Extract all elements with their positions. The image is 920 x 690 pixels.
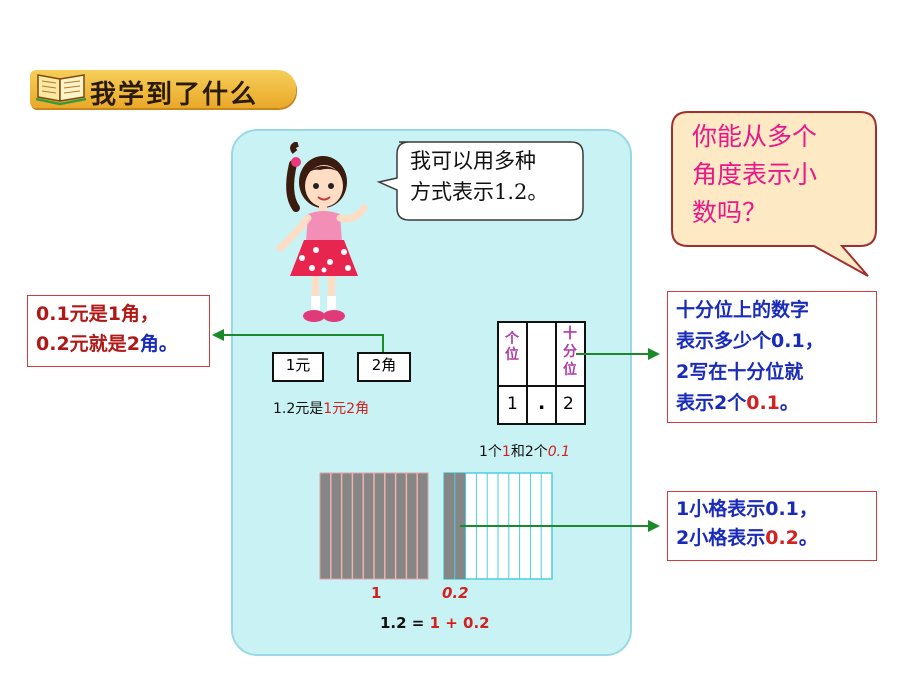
decimal-point: . (538, 392, 546, 414)
yuan-box: 1元 (272, 352, 324, 382)
tenths-digit: 2 (563, 394, 574, 414)
ones-digit: 1 (507, 394, 518, 414)
question-text: 你能从多个 角度表示小 数吗？ (692, 122, 818, 227)
arrow-money (212, 329, 384, 352)
place-value-table: 个位 十分位 1 . 2 (497, 321, 586, 425)
grid-label-two: 0.2 (442, 584, 469, 602)
speech-text: 我可以用多种 方式表示1.2。 (410, 149, 549, 204)
book-icon (35, 74, 87, 106)
girl-illustration (276, 142, 368, 322)
grid-equation: 1.2 = 1 + 0.2 (380, 614, 490, 632)
note-money: 0.1元是1角， 0.2元就是2角。 (27, 295, 210, 367)
speech-bubble (376, 141, 584, 221)
ones-label: 个位 (505, 331, 519, 363)
money-caption: 1.2元是1元2角 (273, 401, 370, 417)
grid-label-one: 1 (371, 584, 382, 602)
place-value-caption: 1个1和2个0.1 (479, 444, 571, 460)
jiao-box: 2角 (357, 352, 411, 382)
note-grid: 1小格表示0.1， 2小格表示0.2。 (667, 491, 877, 561)
tenths-label: 十分位 (563, 326, 577, 378)
section-title: 我学到了什么 (90, 80, 259, 110)
question-bubble (671, 111, 877, 277)
whole-grid (319, 472, 429, 580)
arrow-grid (460, 520, 660, 532)
arrow-place-value (576, 348, 660, 360)
note-place-value: 十分位上的数字 表示多少个0.1， 2写在十分位就 表示2个0.1。 (667, 291, 877, 423)
